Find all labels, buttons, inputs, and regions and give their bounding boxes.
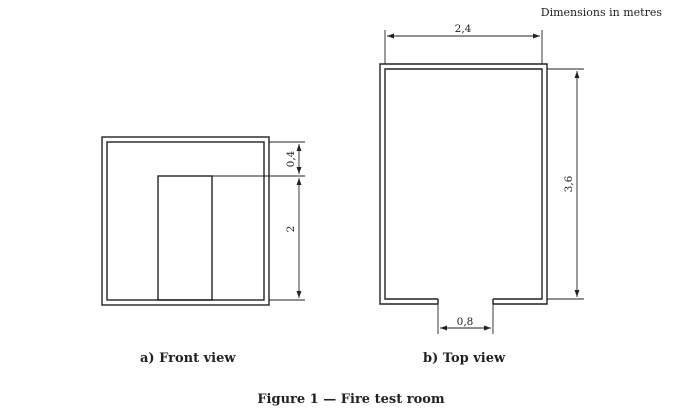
front-view-drawing xyxy=(101,136,270,306)
top-view-drawing xyxy=(379,63,548,305)
dim-label-depth: 3,6 xyxy=(563,175,575,192)
dim-label-width: 2,4 xyxy=(455,23,472,35)
figure-title: Figure 1 — Fire test room xyxy=(257,392,445,407)
top-view-inner-wall xyxy=(384,68,543,300)
dim-label-opening: 0,8 xyxy=(457,316,474,328)
top-view-outer-wall xyxy=(379,63,548,305)
top-view-caption: b) Top view xyxy=(423,351,506,366)
front-view-outer-wall xyxy=(101,136,270,306)
front-view-door xyxy=(157,175,213,301)
top-view-dimensions xyxy=(384,30,584,334)
dim-label-top: 0,4 xyxy=(285,150,297,167)
units-note: Dimensions in metres xyxy=(541,6,663,19)
front-view-dimensions xyxy=(212,141,305,301)
front-view-inner-wall xyxy=(106,141,265,301)
front-view-caption: a) Front view xyxy=(140,351,236,366)
dim-label-height: 2 xyxy=(285,226,297,233)
